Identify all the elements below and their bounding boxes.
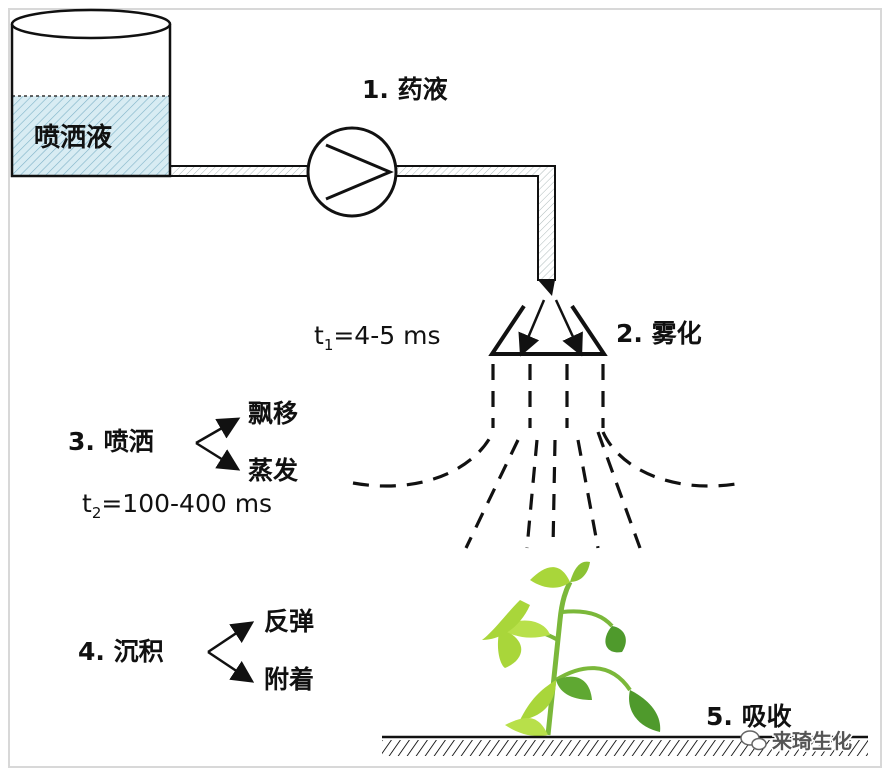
plant-icon: [482, 561, 661, 737]
tank: 喷洒液: [10, 8, 172, 178]
step-4-branch-arrows: [207, 621, 255, 683]
adhesion-label: 附着: [264, 665, 314, 694]
evaporation-label: 蒸发: [248, 456, 298, 485]
spray-pattern: [352, 364, 743, 549]
step-4-label: 4. 沉积: [78, 637, 164, 666]
flow-arrow-right: [554, 299, 583, 357]
tank-label: 喷洒液: [34, 123, 112, 153]
step-5-label: 5. 吸收: [706, 702, 792, 731]
step-1-label: 1. 药液: [362, 75, 448, 104]
wechat-icon: [740, 730, 767, 751]
watermark-text: 来琦生化: [771, 729, 852, 753]
t1-label: t1=4-5 ms: [314, 321, 440, 354]
nozzle-tip: [538, 280, 555, 296]
atomizer-nozzle: [488, 299, 608, 357]
diagram-frame: [8, 8, 882, 768]
step-2-label: 2. 雾化: [616, 319, 702, 348]
flow-arrow-left: [518, 299, 546, 357]
t2-label: t2=100-400 ms: [82, 489, 272, 522]
pump-icon: [306, 126, 398, 218]
bounce-label: 反弹: [264, 607, 314, 636]
tank-top: [10, 8, 172, 40]
step-3-branch-arrows: [195, 417, 241, 471]
step-3-label: 3. 喷洒: [68, 427, 154, 456]
drift-label: 飘移: [248, 399, 298, 428]
watermark: 来琦生化: [740, 728, 854, 755]
